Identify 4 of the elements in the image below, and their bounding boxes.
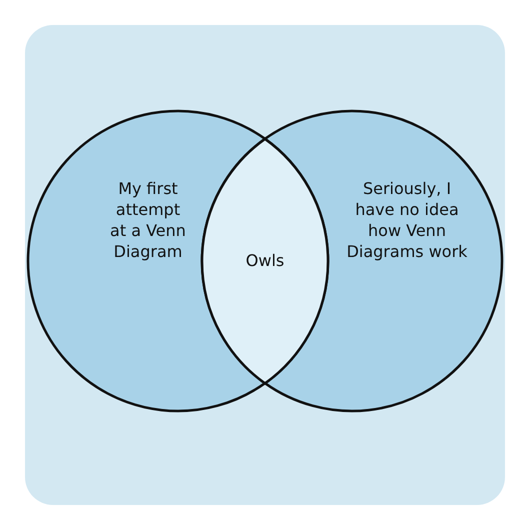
region-label: Seriously, I have no idea how Venn Diagrams work [346, 178, 468, 262]
region-label: My first attempt at a Venn Diagram [109, 178, 187, 262]
intersection-region [202, 138, 328, 384]
region-label: Owls [244, 250, 286, 271]
